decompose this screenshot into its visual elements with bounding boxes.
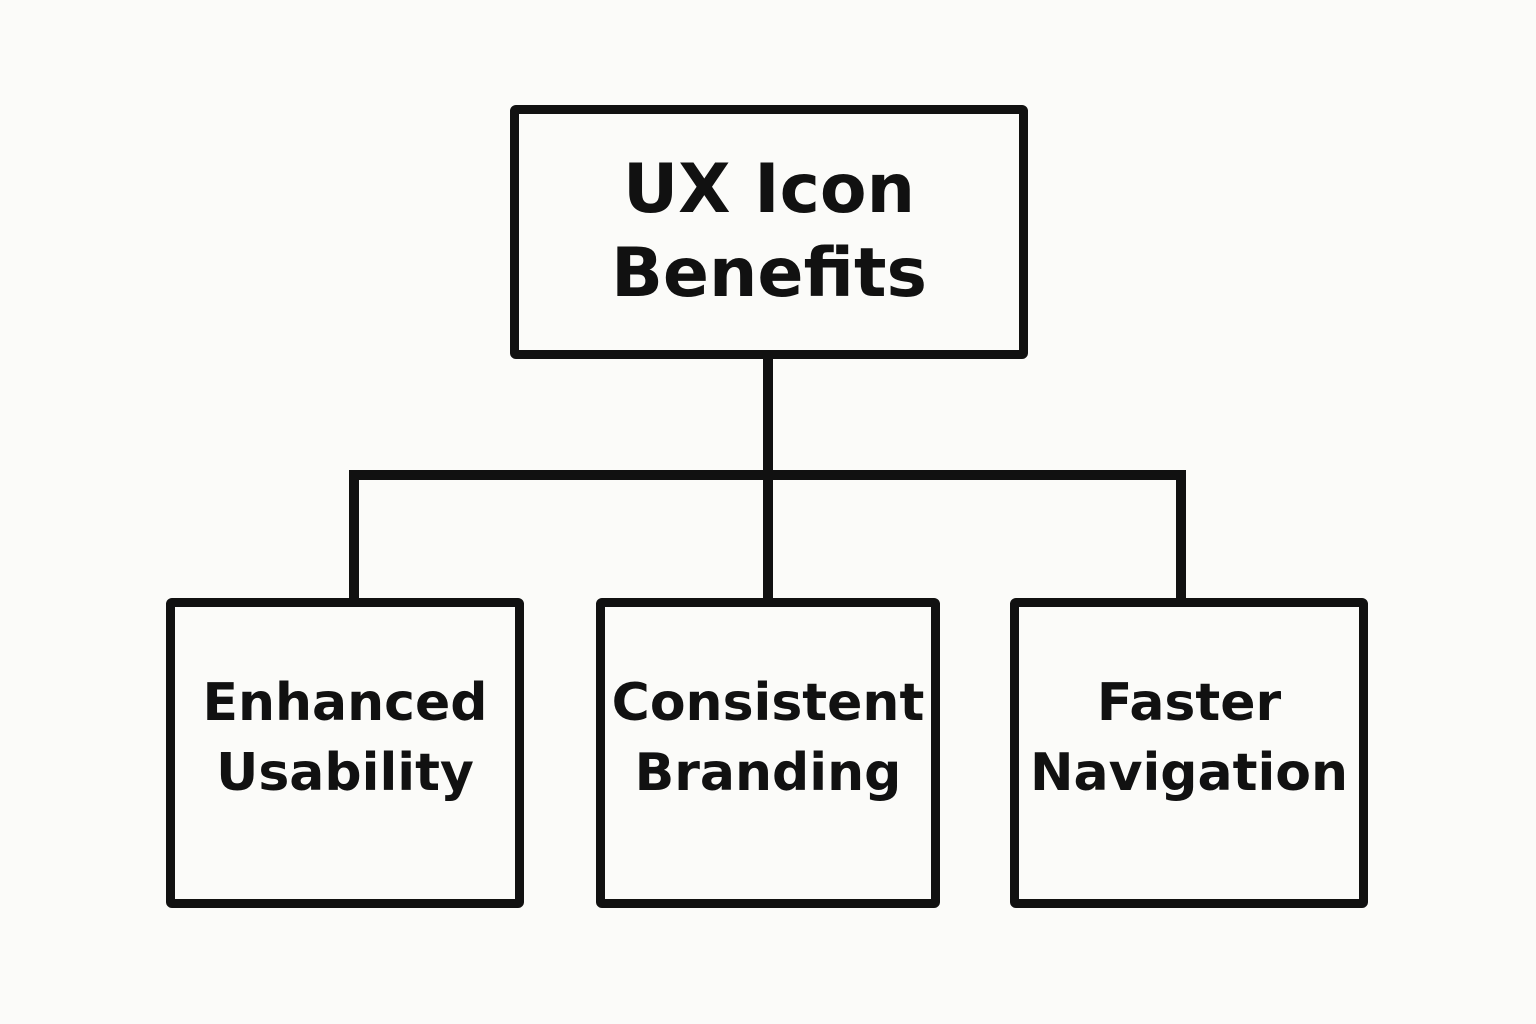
node-label-line2: Navigation [1029,743,1349,803]
node-label-line2: Branding [634,743,902,803]
connector-left [349,470,359,602]
root-node: UX Icon Benefits [510,105,1028,359]
child-node-consistent-branding: Consistent Branding [596,598,940,908]
node-label-line1: Faster [1096,673,1282,733]
child-node-enhanced-usability: Enhanced Usability [166,598,524,908]
connector-center [763,470,773,602]
node-label-line2: Usability [216,743,474,803]
node-label-line1: Consistent [611,673,925,733]
connector-root-vertical [763,355,773,480]
root-title-line2: Benefits [611,234,927,313]
child-node-faster-navigation: Faster Navigation [1010,598,1368,908]
node-label-line1: Enhanced [202,673,488,733]
connector-right [1176,470,1186,602]
root-title-line1: UX Icon [622,150,916,229]
